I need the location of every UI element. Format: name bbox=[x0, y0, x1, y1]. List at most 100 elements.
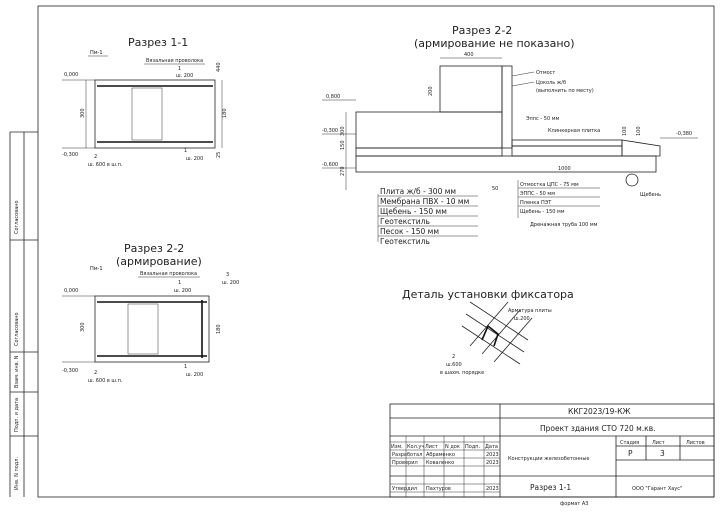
title-header-cell: Кол.уч bbox=[407, 444, 424, 450]
title-header-cell: Дата bbox=[485, 444, 498, 450]
pm-label-2-2: Пм-1 bbox=[90, 266, 103, 272]
detail-order: в шахм. порядке bbox=[440, 370, 484, 376]
sign-date-label: Подп. и дата bbox=[14, 398, 20, 432]
rebar-1b-label-1-1: 1 bbox=[184, 148, 187, 154]
dim-1000: 1000 bbox=[558, 166, 571, 172]
row-check-role: Проверил bbox=[392, 460, 418, 466]
callout-tsokol-note: (выполнить по месту) bbox=[536, 88, 594, 94]
row-approve-date: 2023 bbox=[486, 486, 499, 492]
sand-layer bbox=[355, 155, 657, 173]
inv-orig-label: Инв. N подл. bbox=[14, 457, 20, 490]
layer-list-left: Плита ж/б - 300 мм Мембрана ПВХ - 10 мм … bbox=[377, 187, 478, 246]
title-header-cell: Подп. bbox=[465, 444, 481, 450]
title-header-cell: Лист bbox=[425, 444, 438, 450]
step-top-2-2: ш. 200 bbox=[174, 288, 191, 294]
sheets-header: Листов bbox=[686, 440, 705, 446]
slab-2-2-rebar bbox=[94, 295, 210, 363]
row-check-name: Коваленко bbox=[426, 460, 454, 466]
rebar-1-label-2-2: 1 bbox=[178, 280, 181, 286]
format-label: формат А3 bbox=[560, 501, 588, 507]
layer-membrana: Мембрана ПВХ - 10 мм bbox=[380, 197, 469, 206]
slab-1-1 bbox=[94, 79, 216, 149]
sheet-value: 3 bbox=[660, 449, 665, 458]
dim-440-1-1: 440 bbox=[216, 62, 222, 72]
wire-label-2-2: Вязальная проволока bbox=[140, 271, 197, 277]
rebar-1b-label-2-2: 1 bbox=[184, 364, 187, 370]
detail-title: Деталь установки фиксатора bbox=[402, 288, 574, 301]
row-approve-name: Пахтуров bbox=[426, 486, 451, 492]
level-0800: 0,800 bbox=[326, 94, 340, 100]
detail-rebar-label: Арматура плиты bbox=[508, 308, 552, 314]
callout-otmost: Отмост bbox=[536, 70, 555, 76]
row-dev-name: Абраменко bbox=[426, 452, 455, 458]
section-2-2-rebar: Разрез 2-2 (армирование) 0,000 -0,300 30… bbox=[62, 242, 239, 384]
otm-1: Отмостка ЦПС - 75 мм bbox=[520, 182, 579, 188]
project-name: Проект здания СТО 720 м.кв. bbox=[540, 424, 656, 433]
level-bottom-1-1: -0,300 bbox=[62, 152, 78, 158]
dim-100-b: 100 bbox=[636, 126, 642, 136]
detail-step: ш.600 bbox=[446, 362, 462, 368]
rebar-1-label-1-1: 1 bbox=[178, 66, 181, 72]
level-top-2-2: 0,000 bbox=[64, 288, 78, 294]
rebar-2-label-2-2: 2 bbox=[94, 370, 97, 376]
dim-200: 200 bbox=[428, 86, 434, 96]
level-top-1-1: 0,000 bbox=[64, 72, 78, 78]
scheben-right: Щебень bbox=[640, 192, 661, 198]
dim-180-2-2: 180 bbox=[216, 324, 222, 334]
plinth bbox=[439, 65, 503, 113]
layer-plita: Плита ж/б - 300 мм bbox=[380, 187, 456, 196]
dim-300-1-1: 300 bbox=[80, 108, 86, 118]
level-0380: -0,380 bbox=[676, 131, 692, 137]
step-3-label: ш. 200 bbox=[222, 280, 239, 286]
stage-value: Р bbox=[628, 449, 633, 458]
step-600-1-1: ш. 600 в ш.п. bbox=[88, 162, 123, 168]
row-approve-role: Утвердил bbox=[392, 486, 417, 492]
inv-replace-label: Взам. инв. N bbox=[14, 355, 20, 388]
agreed-label-1: Согласовано bbox=[14, 200, 20, 234]
fixator-detail: Деталь установки фиксатора Арматура плит… bbox=[402, 288, 574, 376]
drain-label: Дренажная труба 100 мм bbox=[530, 222, 598, 228]
callout-tsokol: Цоколь ж/б bbox=[536, 80, 566, 86]
dim-270: 270 bbox=[340, 166, 346, 176]
section-1-1-title: Разрез 1-1 bbox=[128, 36, 188, 49]
layer-geotex-1: Геотекстиль bbox=[380, 217, 430, 226]
layer-list-right: Отмостка ЦПС - 75 мм ЭППС - 50 мм Пленка… bbox=[517, 180, 661, 228]
step-top-1-1: ш. 200 bbox=[176, 73, 193, 79]
drain-pipe bbox=[625, 173, 639, 187]
company: ООО "Гарант Хаус" bbox=[632, 486, 682, 492]
dim-300-a: 300 bbox=[340, 126, 346, 136]
fixator-1-1 bbox=[131, 87, 163, 141]
otm-4: Щебень - 150 мм bbox=[520, 209, 565, 215]
row-check-date: 2023 bbox=[486, 460, 499, 466]
agreed-label-2: Согласовано bbox=[14, 312, 20, 346]
section-name: Конструкции железобетонные bbox=[508, 456, 589, 462]
dim-50: 50 bbox=[492, 186, 498, 192]
layer-pesok: Песок - 150 мм bbox=[380, 227, 439, 236]
layer-scheben: Щебень - 150 мм bbox=[380, 207, 447, 216]
layer-geotex-2: Геотекстиль bbox=[380, 237, 430, 246]
title-header-cell: N док bbox=[445, 444, 460, 450]
detail-rebar-step: ш.200 bbox=[514, 316, 530, 322]
callout-epps: Эппс - 50 мм bbox=[526, 116, 559, 122]
epps-wall bbox=[501, 65, 513, 149]
rebar-2-label-1-1: 2 bbox=[94, 154, 97, 160]
slab-2-2 bbox=[355, 111, 503, 149]
left-strip: Согласовано Согласовано Взам. инв. N Под… bbox=[9, 131, 38, 497]
section-2-2-subtitle: (армирование не показано) bbox=[414, 37, 575, 50]
stage-header: Стадия bbox=[620, 440, 639, 446]
row-dev-role: Разработал bbox=[392, 452, 422, 458]
callout-klinker: Клинкерная плитка bbox=[548, 128, 600, 134]
title-block: ККГ2023/19-КЖ Проект здания СТО 720 м.кв… bbox=[389, 403, 715, 507]
sheet-frame bbox=[37, 5, 715, 498]
doc-code: ККГ2023/19-КЖ bbox=[568, 407, 631, 416]
pm-label-1-1: Пм-1 bbox=[90, 50, 103, 56]
dim-25-1-1: 25 bbox=[216, 152, 222, 158]
otm-3: Пленка ПЭТ bbox=[520, 200, 552, 206]
level-bottom-2-2: -0,300 bbox=[62, 368, 78, 374]
section-1-1: Разрез 1-1 0,000 -0,300 300 440 180 25 П… bbox=[62, 36, 228, 168]
dim-100-a: 100 bbox=[622, 126, 628, 136]
title-header-cell: Изм. bbox=[391, 444, 403, 450]
step-bottom-1-1: ш. 200 bbox=[186, 156, 203, 162]
section-2-2-plain: Разрез 2-2 (армирование не показано) 400… bbox=[322, 24, 698, 246]
